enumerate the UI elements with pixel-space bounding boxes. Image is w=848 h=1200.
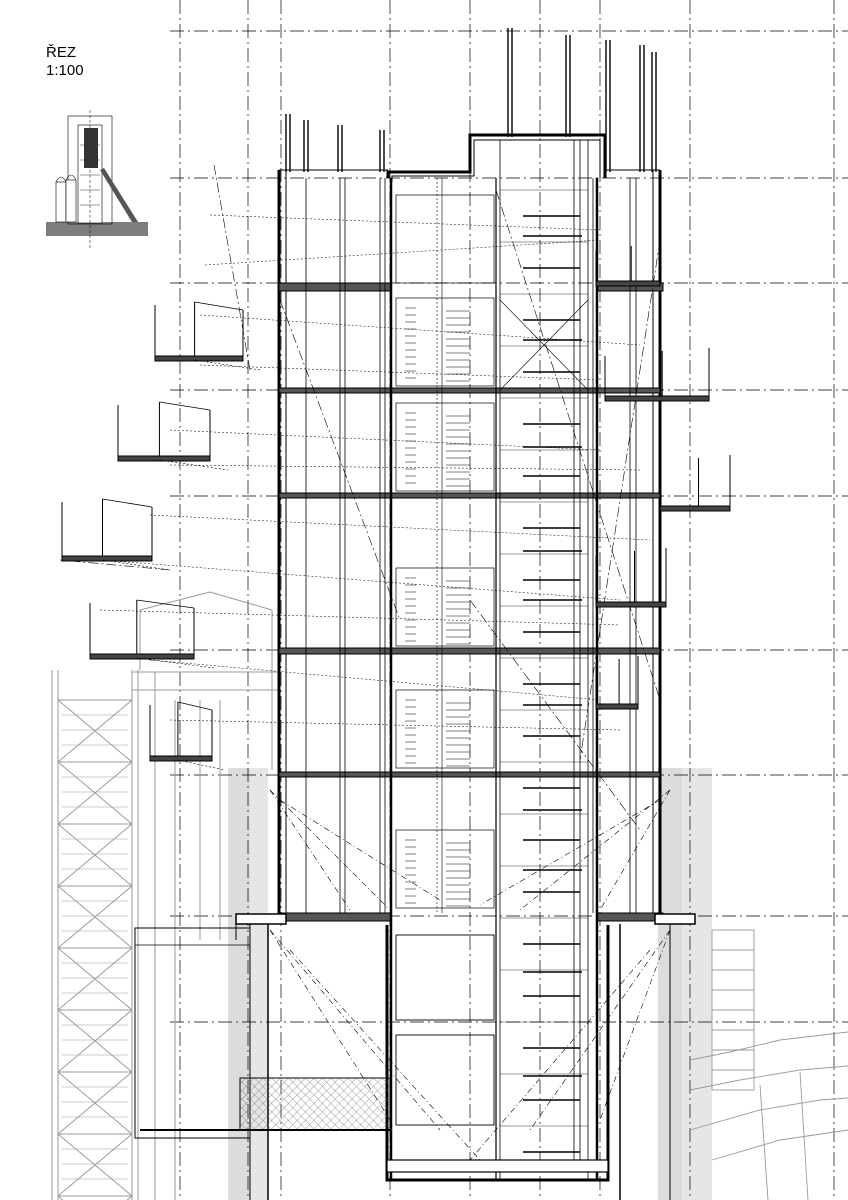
tower-outer-walls	[277, 133, 662, 920]
stair-treads	[405, 307, 470, 907]
projection-dashdot-lines	[59, 164, 661, 831]
core-shelves	[523, 235, 582, 1077]
roof-poles	[285, 28, 657, 172]
drawing-title-block: ŘEZ 1:100	[46, 44, 84, 80]
key-plan-thumbnail	[46, 110, 148, 248]
grid-lines-horizontal	[170, 30, 848, 1023]
floor-slabs	[235, 282, 696, 925]
interior-columns	[305, 140, 637, 1170]
projection-lines	[99, 214, 651, 731]
stair-core	[389, 140, 599, 1180]
balconies-right	[595, 243, 731, 710]
context-right-building	[689, 929, 848, 1200]
base-cable-lines	[269, 789, 671, 1161]
balconies-left	[61, 301, 261, 771]
drawing-scale: 1:100	[46, 62, 84, 79]
drawing-title: ŘEZ	[46, 44, 76, 61]
context-truss-tower	[51, 591, 278, 1200]
tower-base	[134, 924, 671, 1200]
lift-shaft-ribs	[500, 189, 588, 1153]
